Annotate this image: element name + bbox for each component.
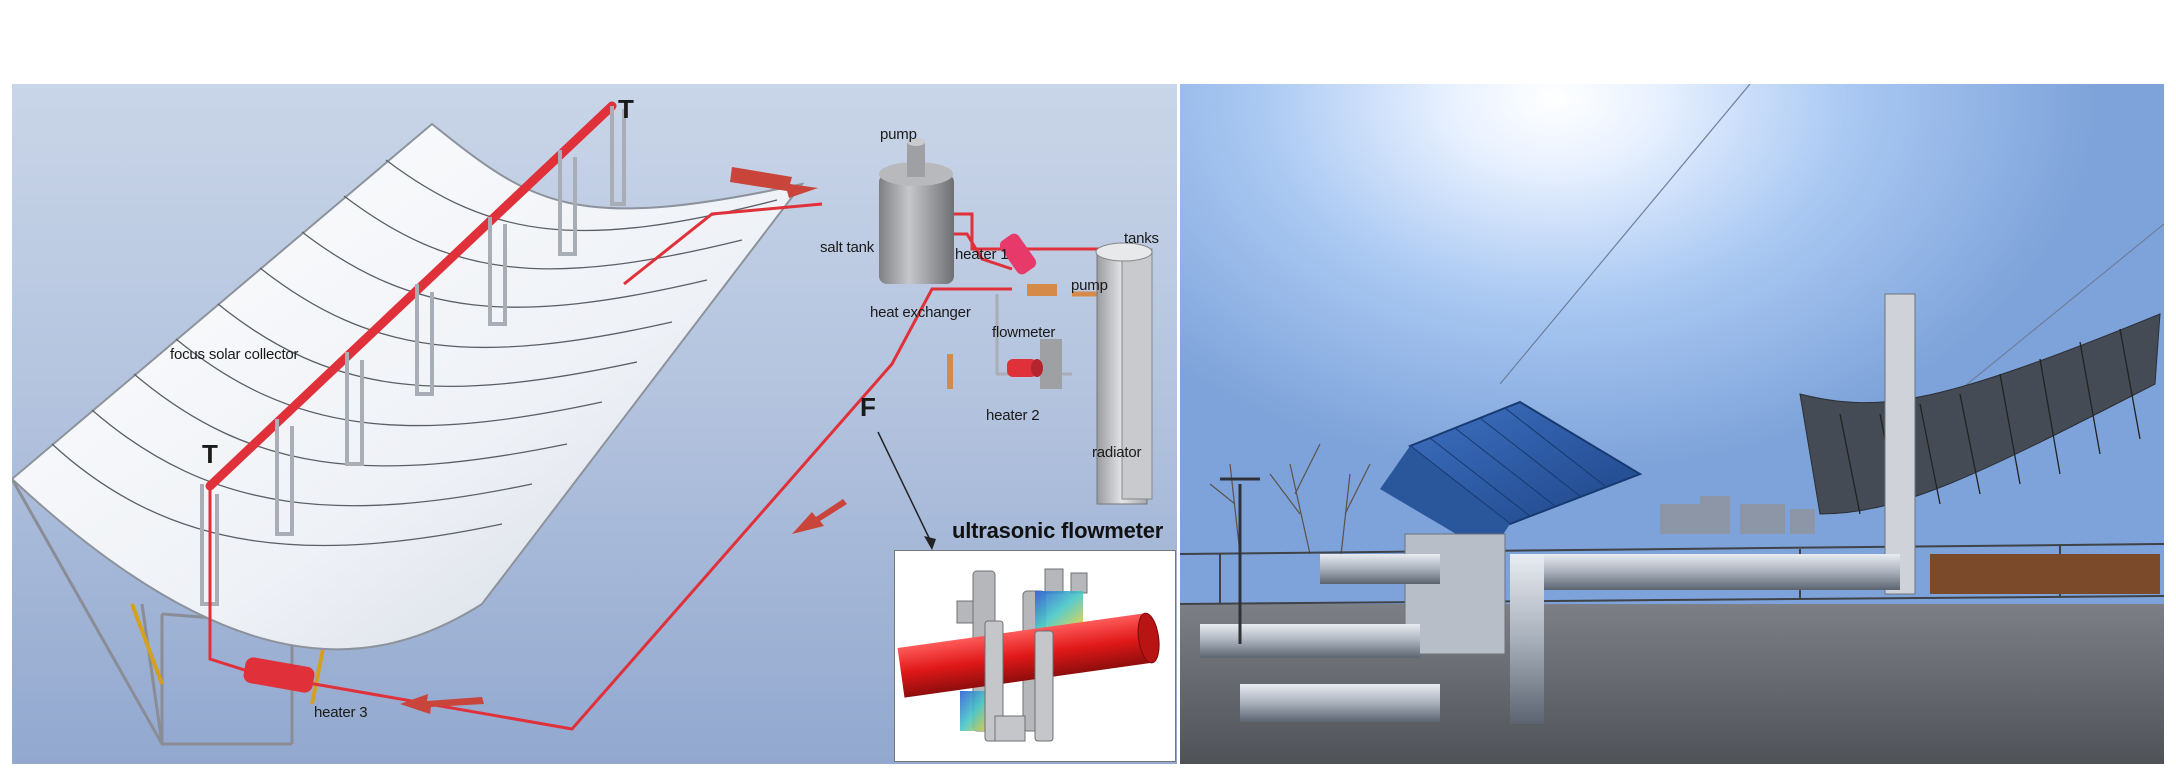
flow-arrows bbox=[400, 167, 847, 714]
f-pointer-line bbox=[877, 431, 933, 545]
riser-pipe bbox=[947, 354, 953, 389]
heater-3 bbox=[243, 657, 315, 693]
insulated-ducts bbox=[1200, 554, 1900, 724]
label-t-bottom: T bbox=[202, 439, 218, 469]
site-photo-drawing bbox=[1180, 84, 2164, 764]
label-salt-tank: salt tank bbox=[820, 239, 875, 256]
label-heater-3: heater 3 bbox=[314, 704, 368, 721]
label-pump-top: pump bbox=[880, 126, 917, 143]
ultrasonic-flowmeter-inset bbox=[894, 550, 1176, 762]
salt-tank bbox=[879, 138, 954, 284]
f-pointer-head bbox=[924, 536, 936, 550]
distant-buildings bbox=[1660, 496, 1815, 534]
receiver-hangers bbox=[200, 106, 626, 606]
heater-2 bbox=[1007, 359, 1043, 377]
label-t-top: T bbox=[618, 94, 634, 124]
label-f: F bbox=[860, 392, 876, 422]
label-flowmeter: flowmeter bbox=[992, 324, 1056, 341]
label-heat-exchanger: heat exchanger bbox=[870, 304, 971, 321]
weather-mast bbox=[1220, 477, 1260, 644]
ultrasonic-flowmeter-drawing bbox=[897, 568, 1160, 742]
loop-piping bbox=[208, 202, 1102, 731]
heater-1 bbox=[999, 233, 1037, 275]
label-pump-right: pump bbox=[1071, 277, 1108, 294]
label-ultrasonic-flowmeter: ultrasonic flowmeter bbox=[952, 518, 1164, 543]
flowmeter-column bbox=[1040, 339, 1062, 389]
radiator bbox=[1095, 242, 1153, 505]
solar-collector-dish bbox=[12, 122, 805, 651]
label-focus-solar-collector: focus solar collector bbox=[170, 346, 299, 363]
collector-ribs bbox=[51, 159, 778, 547]
label-tanks: tanks bbox=[1124, 230, 1159, 247]
photo-solar-collector bbox=[1799, 293, 2161, 595]
label-heater-2: heater 2 bbox=[986, 407, 1040, 424]
label-radiator: radiator bbox=[1092, 444, 1142, 461]
site-photograph bbox=[1180, 84, 2164, 764]
system-schematic: pump salt tank heater 1 tanks pump heat … bbox=[12, 84, 1177, 764]
heat-exchanger-unit bbox=[1027, 284, 1057, 296]
schematic-drawing bbox=[12, 101, 1153, 746]
label-heater-1: heater 1 bbox=[955, 246, 1009, 263]
